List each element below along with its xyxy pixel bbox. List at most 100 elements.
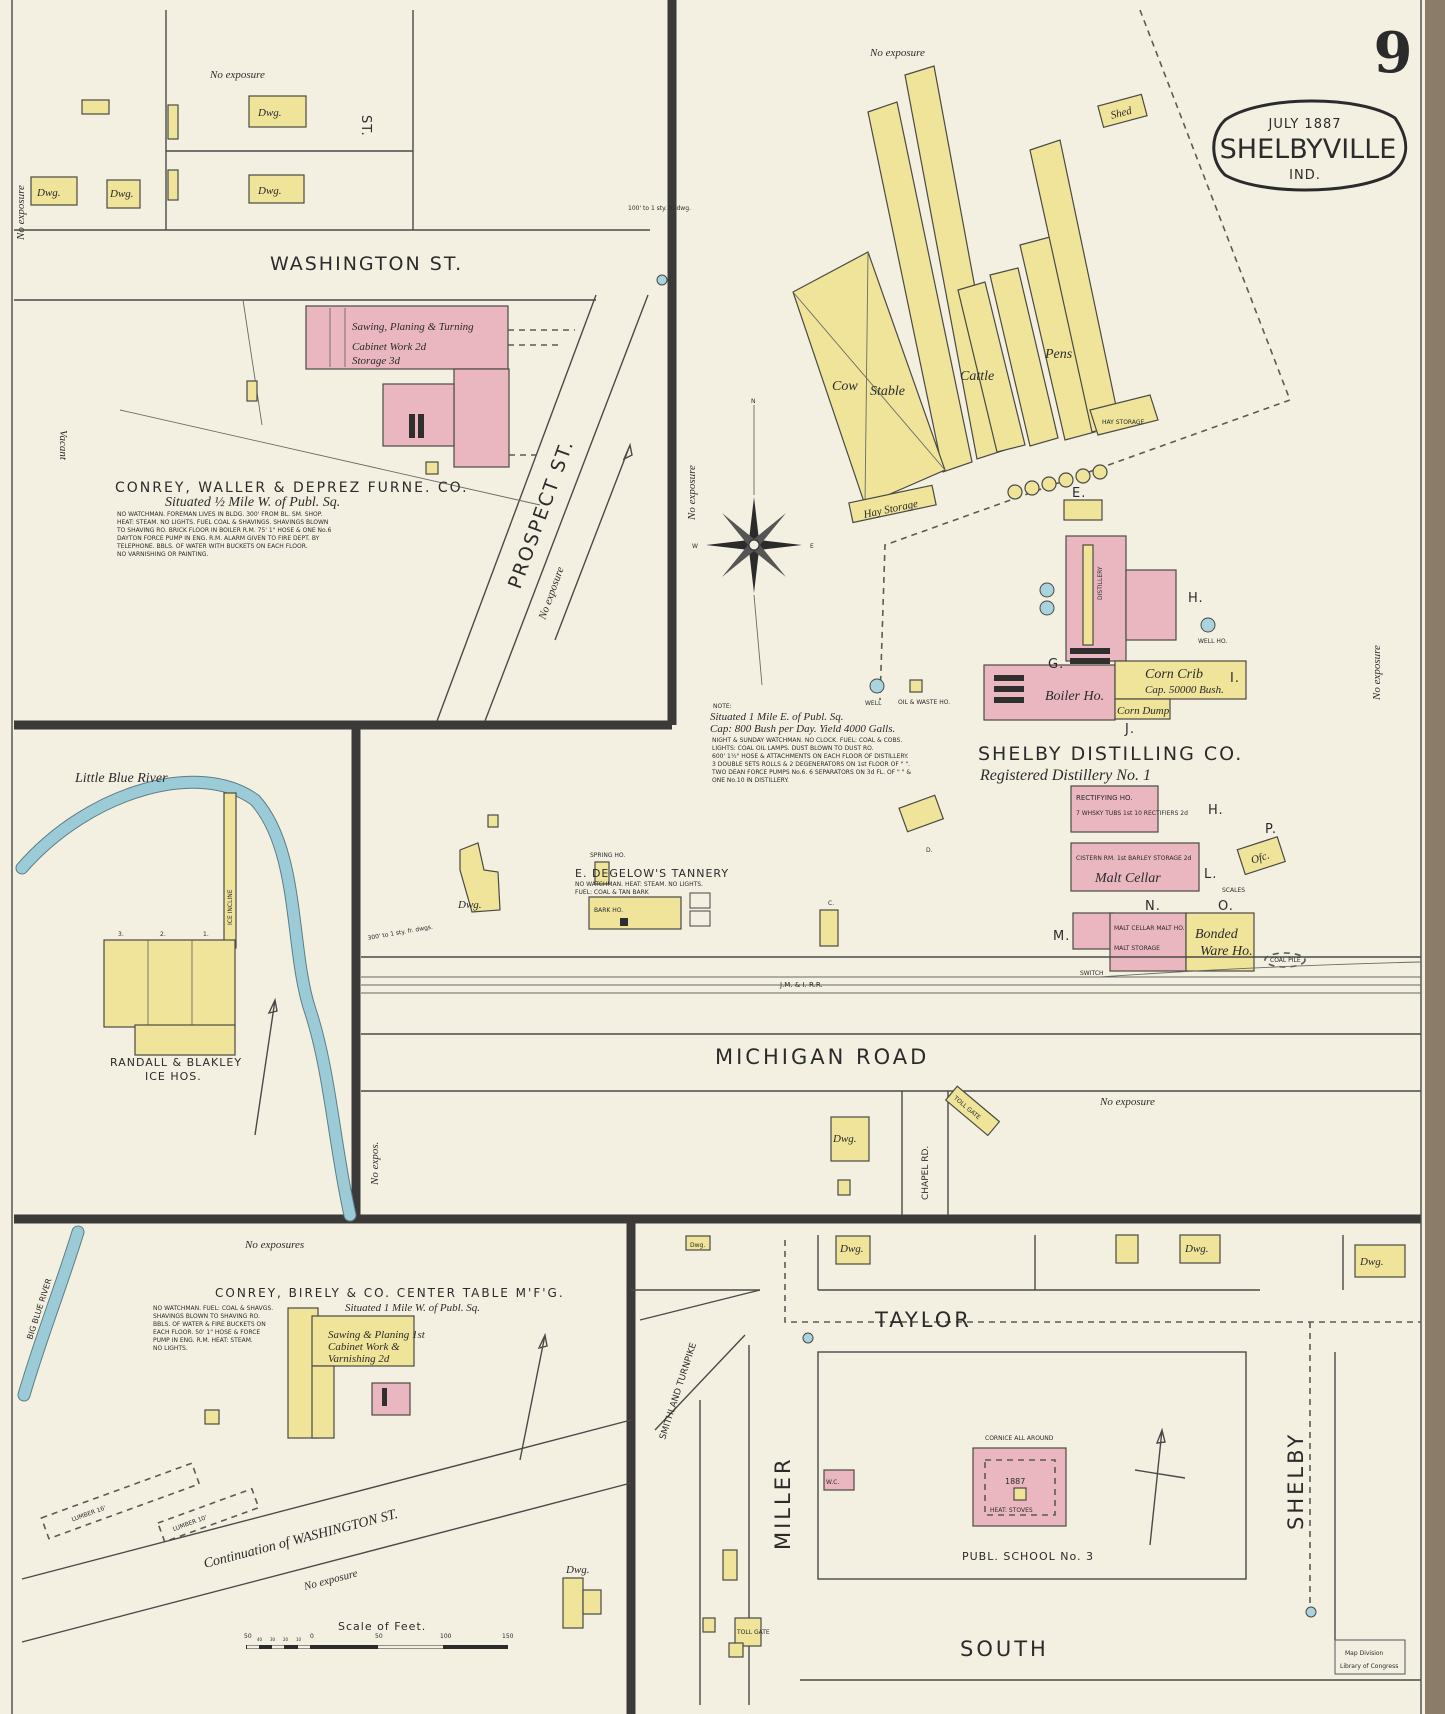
wc-label: W.C. xyxy=(826,1479,839,1486)
distillery-location: Situated 1 Mile E. of Publ. Sq. xyxy=(710,711,844,723)
tannery-name: E. DEGELOW'S TANNERY xyxy=(575,867,729,880)
dwelling xyxy=(30,176,78,206)
note-line: DAYTON FORCE PUMP IN ENG. R.M. ALARM GIV… xyxy=(117,535,320,542)
building-label: RECTIFYING HO. xyxy=(1076,794,1132,802)
letter-label: O. xyxy=(1218,899,1234,914)
letter-label: P. xyxy=(1265,822,1277,837)
building-frame xyxy=(487,814,499,828)
sheet-title: 9 JULY 1887 SHELBYVILLE IND. xyxy=(1212,20,1412,192)
state-name: IND. xyxy=(1289,168,1321,183)
note-line: NO WATCHMAN. FOREMAN LIVES IN BLDG. 300'… xyxy=(117,511,322,518)
letter-label: H. xyxy=(1188,591,1204,606)
room-label: Sawing, Planing & Turning xyxy=(352,321,474,333)
street-miller: MILLER xyxy=(771,1456,795,1550)
scale-segment xyxy=(247,1645,259,1649)
switch-label: SWITCH xyxy=(1080,970,1104,977)
school-roof-line xyxy=(984,1459,1056,1516)
panel-distillery: No exposure No exposure No exposure HAY … xyxy=(361,9,1422,1215)
building-label: Malt Cellar xyxy=(1094,871,1161,886)
letter-label: I. xyxy=(1230,671,1240,686)
factory-wing xyxy=(453,368,510,468)
dwelling-label: Dwg. xyxy=(36,187,61,199)
frame-extension xyxy=(508,329,575,456)
vat xyxy=(689,910,711,927)
business-location: Situated 1 Mile W. of Publ. Sq. xyxy=(345,1302,480,1314)
ice-number: 3. xyxy=(118,931,124,938)
building-label: SCALES xyxy=(1222,887,1245,894)
stamp-line1: Map Division xyxy=(1345,1650,1384,1657)
scale-segment xyxy=(272,1645,284,1649)
building-label: Stable xyxy=(870,384,905,399)
well xyxy=(869,678,885,694)
tub xyxy=(1075,468,1091,484)
sheet-edge xyxy=(1425,0,1445,1714)
building-label: Cap. 50000 Bush. xyxy=(1145,684,1224,696)
note-line: PUMP IN ENG. R.M. HEAT: STEAM. xyxy=(153,1337,253,1344)
hydrant xyxy=(1305,1606,1317,1618)
no-exposure-label: No exposure xyxy=(1371,645,1383,701)
note-line: ONE No.10 IN DISTILLERY. xyxy=(712,777,789,784)
building-label: 7 WHSKY TUBS 1st 10 RECTIFIERS 2d xyxy=(1076,810,1188,817)
building-label: DISTILLERY xyxy=(1097,566,1104,600)
panel-ice-houses: Little Blue River ICE INCLINE 3. 2. 1. R… xyxy=(15,771,357,1222)
panel-school: TAYLOR SMITHLAND TURNPIKE MILLER SOUTH S… xyxy=(631,1234,1421,1705)
no-exposure-label: No exposure xyxy=(209,69,265,81)
compass-point xyxy=(749,545,759,593)
toll-gate-group: TOLL GATE xyxy=(944,1085,1001,1137)
compass-point xyxy=(749,497,759,545)
north-arrow xyxy=(1134,1427,1186,1546)
boiler xyxy=(1070,658,1110,664)
compass-center xyxy=(748,539,760,551)
building-label: Corn Dump xyxy=(1117,705,1170,717)
boiler xyxy=(620,918,628,926)
tank xyxy=(1039,600,1055,616)
cattle-pen xyxy=(957,281,1026,453)
compass-point xyxy=(722,545,754,577)
note-line: NIGHT & SUNDAY WATCHMAN. NO CLOCK. FUEL:… xyxy=(712,737,902,744)
stamp-border xyxy=(1334,1639,1406,1675)
engine-room xyxy=(371,1382,411,1416)
room-label: Sawing & Planing 1st xyxy=(328,1329,426,1341)
dwelling xyxy=(685,1235,711,1251)
dwelling-label: Dwg. xyxy=(109,188,134,200)
tank xyxy=(1039,582,1055,598)
school-cornice: CORNICE ALL AROUND xyxy=(985,1435,1054,1442)
no-exposures-label: No exposures xyxy=(244,1239,304,1251)
school-block xyxy=(817,1351,1247,1580)
building-label: MALT CELLAR MALT HO. xyxy=(1114,925,1185,932)
rectifying-house xyxy=(1070,785,1159,833)
distance-label: 100' to 1 sty. fr. dwg. xyxy=(628,205,691,212)
hydrant xyxy=(656,274,668,286)
building-label: Shed xyxy=(1109,105,1133,122)
boiler xyxy=(418,414,424,438)
no-exposure-label: No exposure xyxy=(869,47,925,59)
cattle-shed xyxy=(867,101,973,473)
malt-house xyxy=(1109,912,1187,972)
letter-label: G. xyxy=(1048,657,1064,672)
scale-tick: 10 xyxy=(296,1637,302,1642)
ice-name: RANDALL & BLAKLEY xyxy=(110,1056,242,1069)
dwelling-label: Dwg. xyxy=(565,1564,590,1576)
note-line: SHAVINGS BLOWN TO SHAVING RO. xyxy=(153,1313,260,1320)
distillery-frame-strip xyxy=(1082,544,1094,646)
boiler-house xyxy=(983,664,1116,721)
letter-label: E. xyxy=(1072,486,1086,501)
note-line: TWO DEAN FORCE PUMPS No.6. 6 SEPARATORS … xyxy=(711,769,911,776)
dwelling-label: Dwg. xyxy=(457,899,482,911)
scale-tick: 50 xyxy=(375,1633,383,1640)
lot-line xyxy=(242,299,263,426)
river-label: Little Blue River xyxy=(74,771,168,786)
boiler xyxy=(994,686,1024,692)
dwelling xyxy=(582,1589,602,1615)
note-line: FUEL: COAL & TAN BARK xyxy=(575,889,650,896)
vat xyxy=(689,892,711,909)
scale-tick: 150 xyxy=(502,1633,514,1640)
compass-point xyxy=(754,540,802,550)
note-line: NO WATCHMAN. HEAT: STEAM. NO LIGHTS. xyxy=(575,881,703,888)
building-label: Ware Ho. xyxy=(1200,944,1253,959)
hydrant xyxy=(802,1332,814,1344)
tub xyxy=(1007,484,1023,500)
scale-title: Scale of Feet. xyxy=(338,1620,426,1633)
dwelling-label: Dwg. xyxy=(1359,1256,1384,1268)
